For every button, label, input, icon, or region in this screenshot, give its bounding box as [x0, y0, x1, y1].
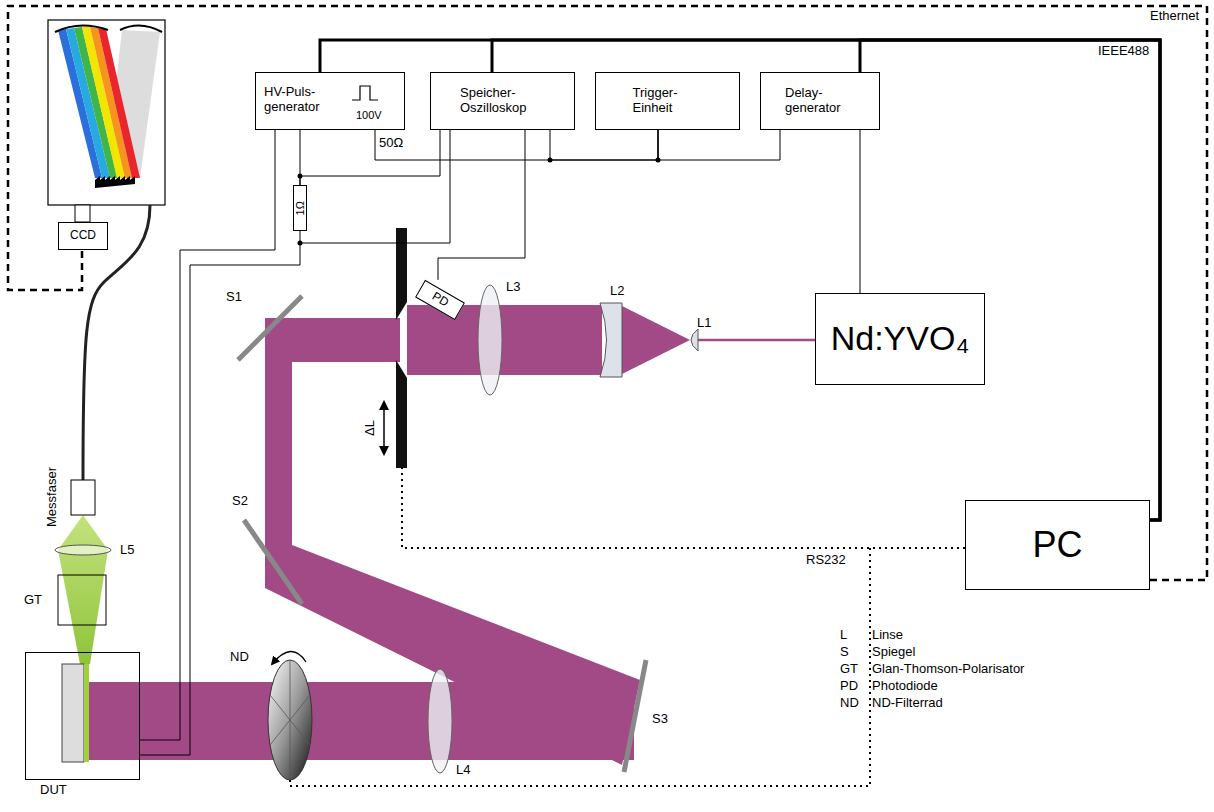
spectrum-band: [98, 28, 140, 178]
box-label: Nd:YVO₄: [831, 319, 970, 358]
signal-wire: [438, 130, 525, 280]
part-label: Messfaser: [45, 467, 60, 527]
rotation-arrow: [272, 651, 306, 664]
displacement-label: ΔL: [363, 420, 378, 436]
sample-holder-box: DUT: [25, 652, 140, 780]
trigger-wire: [658, 130, 780, 160]
part-label: GT: [24, 593, 42, 608]
filter-sector: [270, 695, 310, 745]
ieee488-bus: [860, 40, 1160, 520]
key-text: Glan-Thomson-Polarisator: [872, 662, 1024, 677]
key-abbreviation: L: [840, 628, 847, 643]
key-text: Photodiode: [872, 679, 938, 694]
key-text: Linse: [872, 628, 903, 643]
rs232-line: [402, 468, 965, 548]
impedance-label: 50Ω: [379, 136, 403, 151]
bus-label: Ethernet: [1150, 9, 1199, 24]
glan-thomson-polarizer: [58, 575, 106, 625]
key-abbreviation: S: [840, 645, 849, 660]
part-label: S1: [226, 290, 242, 305]
aperture-plate: [396, 228, 407, 320]
emission-light: [58, 515, 108, 664]
pulse-symbol: [352, 86, 378, 100]
lens-l2: [600, 303, 622, 377]
laser-beam: [698, 339, 815, 342]
box-label: PC: [1032, 524, 1082, 565]
mirror-s2: [244, 520, 302, 604]
trigger-wire: [375, 130, 658, 160]
trigger-wire: [860, 130, 861, 293]
box-label: Speicher- Oszilloskop: [460, 86, 545, 116]
box-label: DUT: [40, 783, 67, 798]
lens-l5: [55, 545, 111, 555]
box-label: Delay- generator: [785, 86, 855, 116]
sample: [62, 664, 84, 762]
trigger-wire: [550, 130, 658, 160]
laser-beam: [86, 682, 634, 760]
trigger-unit-box: Trigger- Einheit: [595, 72, 740, 130]
key-abbreviation: GT: [840, 662, 858, 677]
key-text: Spiegel: [872, 645, 915, 660]
probe-wire: [300, 130, 440, 185]
concave-mirror: [55, 25, 108, 32]
box-label: 1Ω: [294, 201, 307, 215]
concave-mirror: [120, 25, 162, 32]
spectrum-band: [90, 27, 132, 178]
part-label: ND: [230, 650, 249, 665]
translation-arrow: [383, 402, 385, 454]
ieee488-bus: [320, 40, 1160, 520]
ethernet-line: [8, 6, 1207, 580]
pulse-wire: [140, 231, 300, 755]
bus-label: RS232: [806, 553, 846, 568]
computer-box: PC: [965, 500, 1150, 590]
key-abbreviation: ND: [840, 696, 859, 711]
emitting-edge: [84, 664, 89, 762]
pulse-generator-box: HV-Puls- generator 100V: [255, 72, 405, 130]
lens-l4: [428, 669, 452, 773]
ieee488-bus: [492, 40, 1160, 520]
box-label: Trigger- Einheit: [633, 86, 703, 116]
key-abbreviation: PD: [840, 679, 858, 694]
box-label: PD: [429, 290, 450, 310]
delay-generator-box: Delay- generator: [760, 72, 880, 130]
part-label: L3: [506, 280, 520, 295]
part-label: L5: [120, 543, 134, 558]
nd-filter-wheel: [268, 660, 312, 780]
filter-sector: [270, 695, 310, 745]
part-label: S2: [232, 494, 248, 509]
laser-box: Nd:YVO₄: [815, 293, 985, 385]
bus-label: IEEE488: [1098, 44, 1149, 59]
mirror-s1: [238, 296, 302, 360]
key-text: ND-Filterrad: [872, 696, 943, 711]
part-label: L2: [610, 284, 624, 299]
ccd-mount: [75, 205, 90, 222]
lens-l1: [691, 329, 698, 351]
return-wire: [140, 130, 275, 740]
laser-beam: [407, 305, 602, 375]
part-label: L1: [697, 316, 711, 331]
mirror-s3: [624, 660, 646, 772]
lens-l3: [478, 285, 502, 395]
spectrometer-housing: [48, 20, 165, 205]
part-label: L4: [456, 763, 470, 778]
shunt-resistor: 1Ω: [293, 185, 307, 231]
laser-beam: [622, 306, 690, 374]
oscilloscope-box: Speicher- Oszilloskop: [430, 72, 575, 130]
grating: [95, 176, 135, 188]
part-label: S3: [652, 712, 668, 727]
rs232-line: [290, 548, 870, 786]
fibre-coupler: [71, 480, 95, 515]
photodiode-box: PD: [415, 280, 465, 320]
box-label: CCD: [70, 229, 96, 243]
voltage-label: 100V: [356, 109, 382, 122]
aperture-plate: [396, 360, 407, 468]
box-label: HV-Puls- generator: [264, 85, 344, 115]
ccd-camera-box: CCD: [58, 222, 108, 250]
